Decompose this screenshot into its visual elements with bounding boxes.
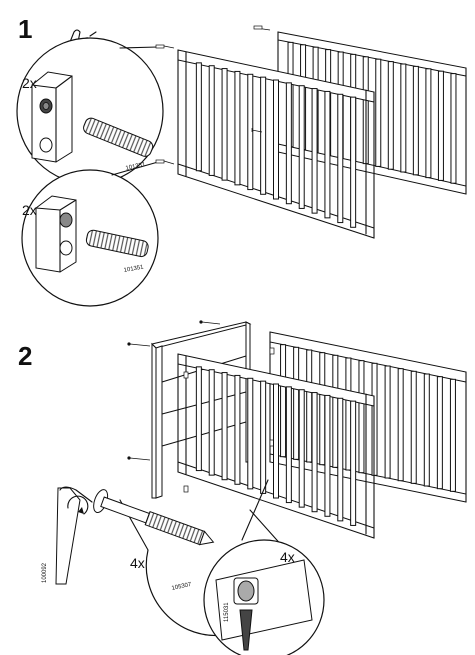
part-number-label: 100092 [42, 562, 48, 583]
crib-slat [358, 360, 365, 474]
crib-slat [260, 380, 267, 494]
crib-slat [410, 370, 417, 484]
crib-slat [195, 366, 202, 472]
crib-slat [298, 85, 305, 209]
crib-side-back [253, 25, 467, 195]
crib-slat [350, 96, 357, 228]
crib-slat [234, 374, 241, 485]
crib-slat [387, 61, 394, 170]
crib-slat [280, 344, 287, 458]
crib-slat [260, 76, 267, 195]
step-1: 1 101351 2x [16, 14, 467, 307]
crib-slat [337, 397, 344, 522]
part-number-label: 105307 [171, 582, 192, 592]
crib-slat [423, 373, 430, 487]
crib-slat [436, 376, 443, 490]
crib-slat [311, 88, 318, 214]
crib-slat [221, 372, 228, 481]
crib-slat [450, 73, 457, 184]
crib-slat [208, 65, 215, 176]
quantity-label: 4x [130, 555, 145, 571]
hex-key: 100092 [42, 486, 93, 585]
crib-slat [221, 68, 228, 181]
crib-slat [412, 65, 419, 176]
crib-slat [375, 58, 382, 167]
crib-slat [293, 346, 300, 460]
nut-callout: 115031 [203, 479, 325, 655]
quantity-label: 2x [22, 202, 37, 218]
dowel-callout-top: 101351 [16, 37, 164, 185]
crib-slat [285, 82, 292, 205]
crib-slat [311, 392, 318, 513]
part-number-label: 115031 [224, 602, 230, 622]
crib-slat [324, 394, 331, 517]
crib-slat [400, 63, 407, 173]
crib-slat [337, 93, 344, 224]
rotate-arrow-icon [67, 495, 89, 515]
crib-slat [324, 90, 331, 219]
crib-slat [234, 70, 241, 186]
crib-slat [425, 68, 432, 179]
crib-slat [437, 70, 444, 181]
crib-slat [332, 354, 339, 468]
crib-slat [319, 352, 326, 466]
crib-slat [449, 378, 456, 492]
dowel-callout-bottom: 101351 [21, 161, 159, 307]
crib-slat [285, 386, 292, 504]
crib-slat [273, 383, 279, 499]
crib-slat [247, 73, 254, 191]
step-2-number: 2 [18, 341, 32, 371]
crib-slat [273, 79, 279, 200]
crib-slat [298, 389, 305, 508]
crib-side-front [155, 44, 375, 239]
crib-slat [306, 349, 313, 463]
step-2: 2 [18, 320, 467, 655]
crib-side-front-2 [177, 353, 375, 539]
part-number-label: 101351 [125, 162, 146, 172]
quantity-label: 2x [22, 75, 37, 91]
crib-side-back-2 [269, 331, 467, 503]
step-1-number: 1 [18, 14, 32, 44]
crib-slat [195, 62, 202, 172]
crib-slat [208, 369, 215, 476]
crib-slat [247, 377, 254, 490]
crib-slat [397, 368, 404, 482]
part-number-label: 101351 [123, 264, 144, 274]
crib-slat [350, 400, 357, 526]
crib-slat [384, 365, 391, 479]
quantity-label: 4x [280, 549, 295, 565]
